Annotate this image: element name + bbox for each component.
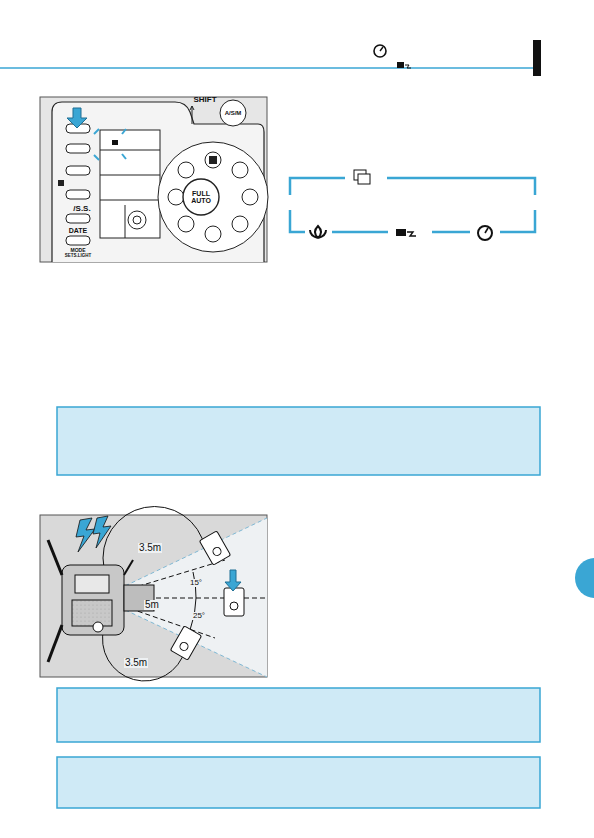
camera-top-panel-part — [100, 130, 160, 238]
camera-top-panel-part — [158, 142, 268, 252]
camera-top-panel-part — [232, 216, 248, 232]
mode-cycle-part — [407, 232, 416, 236]
camera-top-panel-part — [125, 205, 126, 238]
camera-top-panel-part — [94, 155, 99, 160]
camera-top-panel-part — [67, 108, 87, 128]
remote-range-figure-part — [225, 570, 241, 591]
distance-label: 5m — [144, 600, 160, 610]
camera-top-panel-part — [66, 166, 90, 175]
mode-cycle-part — [396, 229, 406, 236]
camera-top-panel-part — [58, 180, 64, 186]
remote-range-figure-part — [100, 518, 267, 677]
remote-range-figure-part — [93, 622, 103, 632]
remote-range-figure-part — [40, 515, 267, 677]
camera-top-panel-part — [133, 216, 141, 224]
header-part — [0, 67, 540, 69]
remote-range-figure — [40, 507, 267, 681]
remote-range-figure-part — [103, 628, 185, 681]
remote-range-figure-part — [224, 588, 244, 616]
header-part — [405, 65, 411, 68]
camera-top-panel-part — [190, 106, 194, 110]
remote-range-figure-part — [230, 602, 238, 610]
button-label: FULL AUTO — [190, 190, 212, 204]
camera-top-panel-part — [178, 216, 194, 232]
camera-top-panel-part — [94, 129, 99, 134]
header — [0, 40, 541, 76]
remote-range-figure-part — [199, 531, 230, 565]
camera-top-panel-part — [178, 162, 194, 178]
camera-top-panel-part — [66, 236, 90, 245]
remote-range-figure-part — [48, 625, 62, 662]
camera-top-panel-part — [205, 152, 221, 168]
remote-range-figure-part — [62, 565, 124, 635]
remote-range-figure-part — [93, 516, 111, 548]
camera-top-panel-part — [100, 175, 160, 176]
mode-cycle-part — [358, 174, 370, 184]
remote-range-figure-part — [75, 575, 109, 593]
camera-top-panel-part — [192, 106, 193, 124]
dial-label: A/S/M — [225, 110, 242, 116]
remote-range-figure-part — [170, 626, 201, 660]
camera-top-panel-part — [100, 150, 160, 151]
camera-top-panel-part — [66, 190, 90, 199]
button-label: /S.S. — [73, 205, 90, 213]
camera-top-panel-part — [205, 226, 221, 242]
remote-range-figure-part — [48, 540, 62, 575]
header-part — [374, 45, 386, 57]
camera-top-panel-part — [232, 162, 248, 178]
camera-top-panel-part — [168, 189, 184, 205]
camera-top-panel-part — [183, 179, 219, 215]
camera-top-panel-part — [112, 140, 118, 145]
note-box-part — [57, 407, 540, 475]
remote-range-figure-part — [72, 600, 112, 626]
camera-top-panel-part — [66, 144, 90, 153]
note-box-part — [57, 688, 540, 742]
header-part — [533, 40, 541, 76]
mode-cycle-part — [290, 178, 535, 195]
remote-range-figure-part — [179, 641, 190, 652]
note-box — [57, 407, 540, 808]
note-box-part — [57, 757, 540, 808]
camera-top-panel-part — [220, 100, 246, 126]
side-tab — [575, 558, 594, 598]
angle-label: 15° — [189, 579, 203, 587]
header-part — [397, 62, 404, 68]
distance-label: 3.5m — [138, 543, 162, 553]
mode-cycle-part — [290, 210, 535, 232]
distance-label: 3.5m — [124, 658, 148, 668]
remote-range-figure-part — [199, 531, 230, 565]
camera-top-panel-part — [66, 214, 90, 223]
camera-top-panel — [40, 97, 268, 262]
button-label: DATE — [69, 227, 88, 234]
remote-range-figure-part — [76, 518, 95, 552]
remote-range-figure-part — [224, 588, 244, 616]
camera-top-panel-part — [242, 189, 258, 205]
camera-top-panel-part — [100, 200, 160, 201]
camera-top-panel-part — [94, 129, 126, 160]
header-part — [380, 47, 383, 51]
remote-range-figure-part — [170, 626, 201, 660]
remote-range-figure-part — [103, 507, 205, 568]
camera-top-panel-part — [128, 211, 146, 229]
mode-cycle-part — [485, 228, 488, 233]
remote-range-figure-part — [124, 560, 133, 575]
remote-range-figure-part — [212, 546, 223, 557]
camera-top-panel-part — [122, 129, 126, 134]
mode-cycle-part — [310, 226, 326, 238]
panel-label: SHIFT — [193, 96, 216, 104]
button-label: SETS.LIGHT — [65, 254, 92, 259]
mode-cycle — [290, 170, 535, 240]
button-label: MODE — [71, 248, 86, 253]
camera-top-panel-part — [122, 154, 126, 159]
camera-top-panel-part — [40, 97, 267, 262]
camera-top-panel-part — [209, 156, 217, 164]
mode-cycle-part — [478, 226, 492, 240]
angle-label: 25° — [192, 612, 206, 620]
